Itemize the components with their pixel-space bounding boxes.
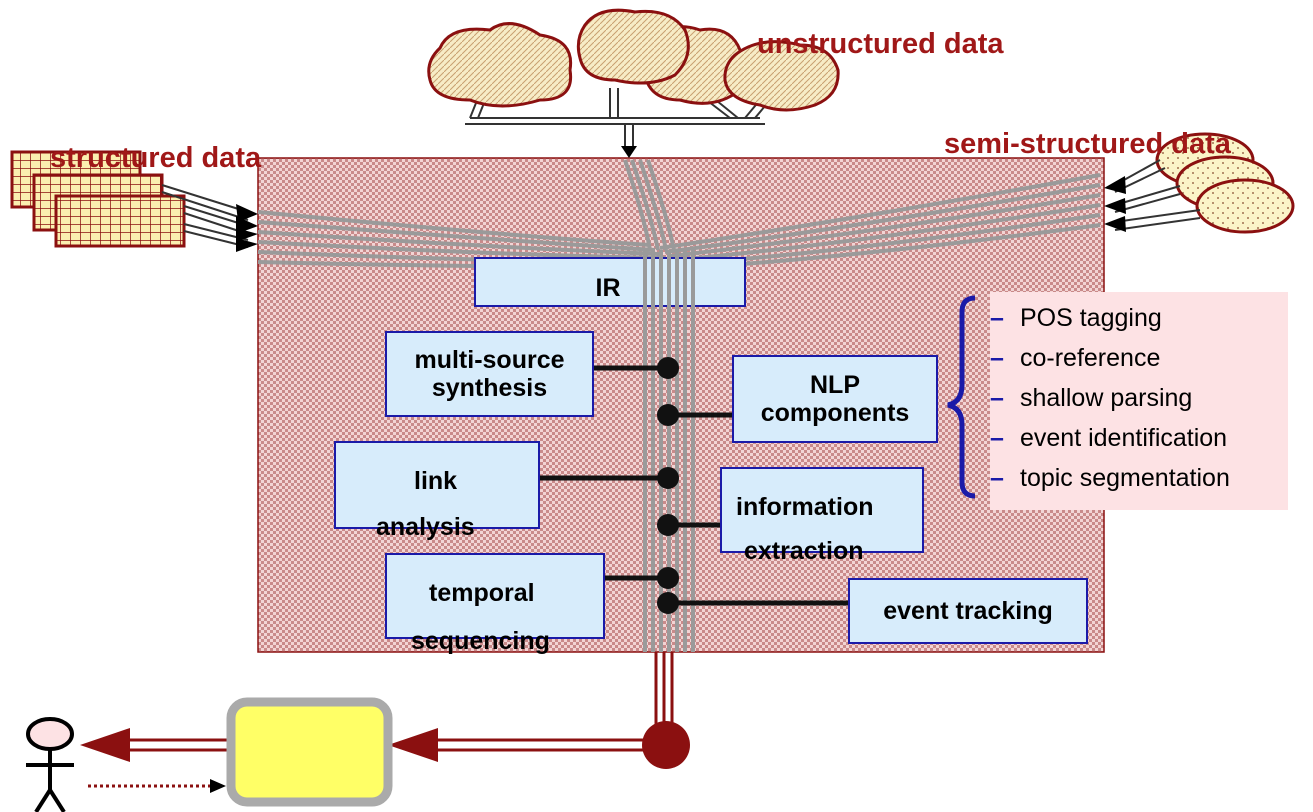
temporal-line2: sequencing [411,627,550,655]
list-item: –POS tagging [990,298,1288,338]
ie-line2: extraction [744,537,864,565]
list-item-label: POS tagging [1020,304,1162,332]
nlp-components-list: –POS tagging –co-reference –shallow pars… [990,292,1288,510]
bullet-dash-icon: – [990,384,1004,412]
event-tracking-label: event tracking [883,597,1053,625]
arrow-to-display-icon [388,728,438,762]
ir-box [474,257,746,307]
ir-label: IR [595,274,621,302]
structured-data-icon [10,150,258,252]
link-line2: analysis [376,513,475,541]
bullet-dash-icon: – [990,464,1004,492]
temporal-sequencing-box: temporal sequencing [385,553,605,655]
list-item-label: event identification [1020,424,1228,452]
temporal-line1: temporal [429,579,535,607]
structured-data-label: structured data [50,142,262,174]
multi-source-line1: multi-source [414,346,565,374]
event-tracking-box: event tracking [848,578,1088,644]
data-flow-lines [257,159,1101,270]
semi-structured-data-icon [1104,132,1295,234]
bullet-dash-icon: – [990,344,1004,372]
semi-structured-data-label: semi-structured data [944,128,1231,160]
list-item-label: shallow parsing [1020,384,1193,412]
bullet-dash-icon: – [990,304,1004,332]
list-item: –event identification [990,418,1288,458]
list-item: –co-reference [990,338,1288,378]
list-item: –topic segmentation [990,458,1288,498]
nlp-line2: components [760,399,910,427]
information-extraction-box: information extraction [720,467,924,565]
module-connectors [540,357,848,614]
unstructured-data-icon [427,8,840,158]
output-pipe [80,652,690,793]
ie-line1: information [736,493,874,521]
vertical-bus [643,250,695,652]
link-analysis-box: link analysis [334,441,540,541]
link-line1: link [414,467,458,495]
list-item-label: topic segmentation [1020,464,1230,492]
unstructured-data-label: unstructured data [757,28,1004,60]
arrow-to-user-icon [80,728,130,762]
nlp-brace-icon [947,295,976,499]
user-icon [26,717,74,812]
nlp-line1: NLP [810,371,860,399]
nlp-components-box: NLP components [732,355,938,443]
list-item: –shallow parsing [990,378,1288,418]
list-item-label: co-reference [1020,344,1161,372]
output-display [226,697,393,807]
bullet-dash-icon: – [990,424,1004,452]
multi-source-synthesis-box: multi-source synthesis [385,331,594,417]
multi-source-line2: synthesis [431,374,548,402]
